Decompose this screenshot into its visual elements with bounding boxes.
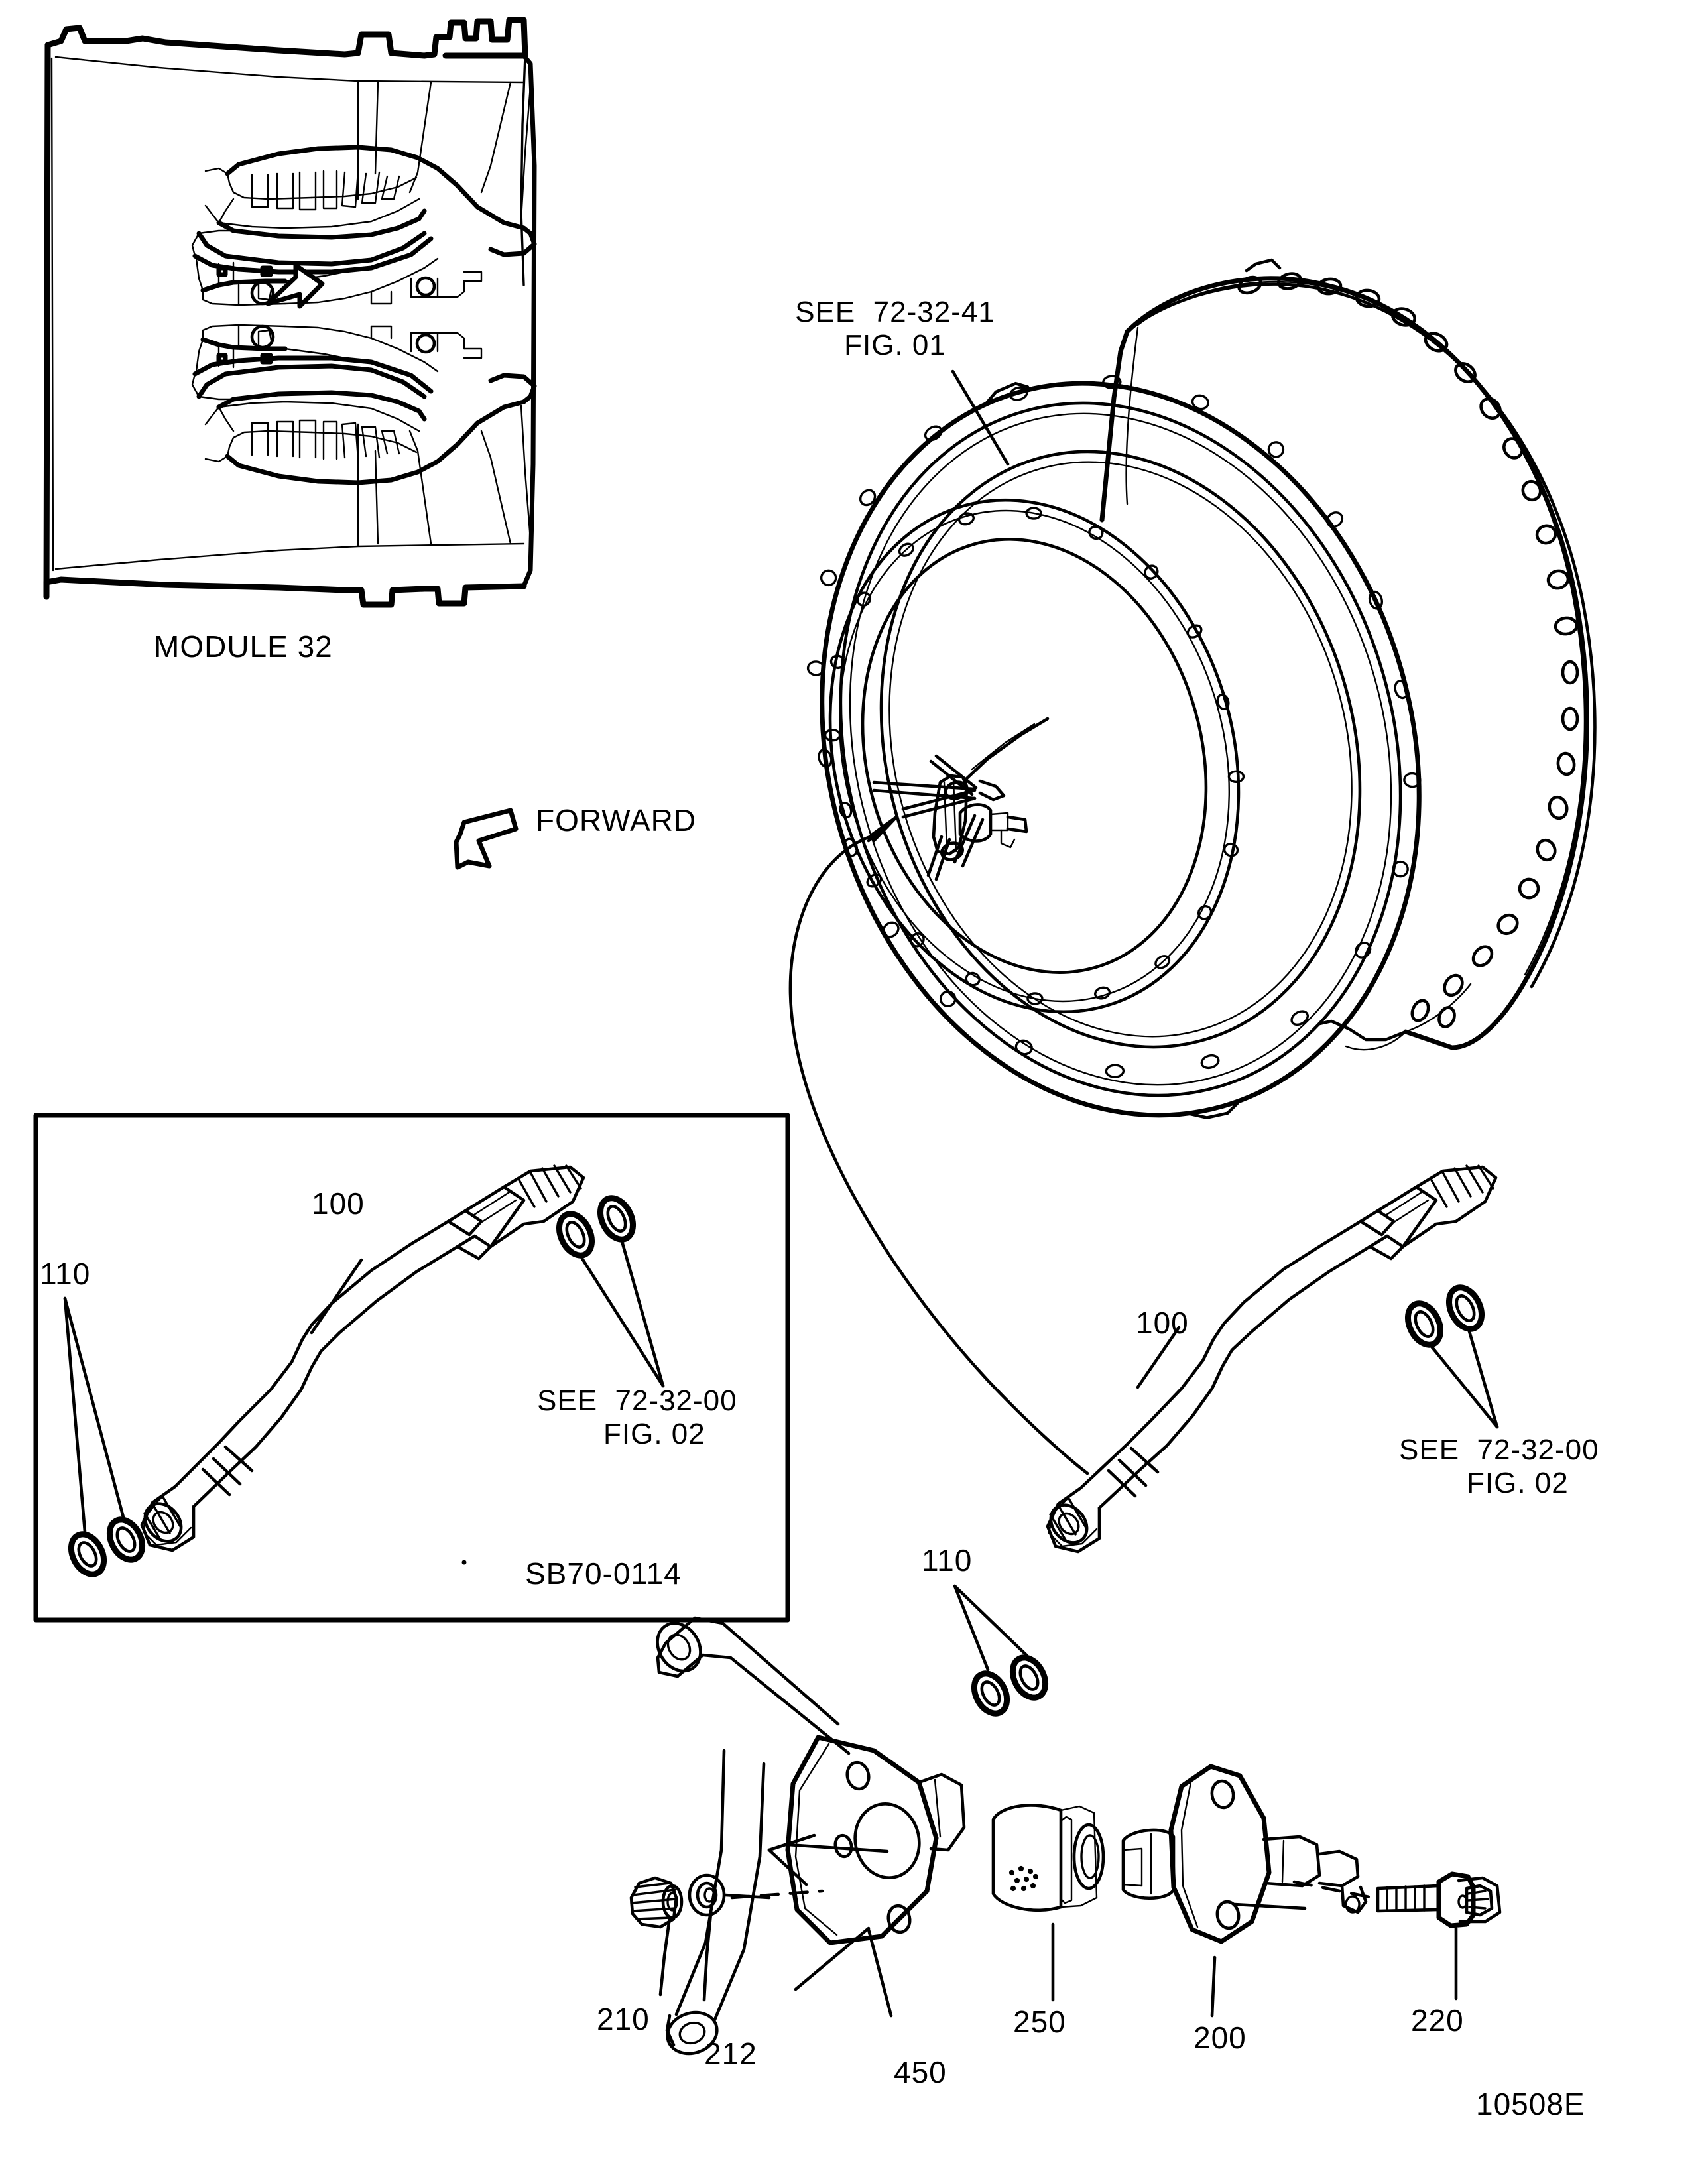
fitting-200 <box>1121 1764 1368 2018</box>
callout-110-center: 110 <box>922 1543 973 1577</box>
forward-label: FORWARD <box>536 803 697 837</box>
tube-100-right <box>1046 1164 1499 1554</box>
callout-100-right: 100 <box>1136 1306 1189 1340</box>
sleeve-250 <box>991 1804 1105 2002</box>
callout-212: 212 <box>704 2036 757 2071</box>
callout-200: 200 <box>1193 2020 1247 2055</box>
inset-tube-100 <box>140 1164 585 1552</box>
inset-reference-line2: FIG. 02 <box>603 1418 705 1450</box>
casing-reference-line1: SEE 72-32-41 <box>795 296 995 328</box>
inset-item-110-label: 110 <box>40 1257 91 1291</box>
seals-110-center <box>953 1584 1049 1717</box>
right-reference-line2: FIG. 02 <box>1467 1467 1569 1499</box>
forward-arrow-icon <box>454 808 518 870</box>
bracket-450 <box>656 1616 966 2056</box>
service-bulletin-label: SB70-0114 <box>525 1556 682 1591</box>
arrow-up-right-icon <box>265 263 325 309</box>
callout-450: 450 <box>894 2055 947 2089</box>
washer-212 <box>688 1873 771 2002</box>
figure-code: 10508E <box>1476 2087 1585 2121</box>
right-reference-line1: SEE 72-32-00 <box>1399 1434 1599 1466</box>
callout-210: 210 <box>597 2002 650 2036</box>
inset-seals-110 <box>63 1296 146 1577</box>
nut-210 <box>629 1876 684 1997</box>
inset-item-100-label: 100 <box>312 1186 365 1221</box>
module-label: MODULE 32 <box>154 629 333 664</box>
inset-reference-line1: SEE 72-32-00 <box>537 1385 737 1417</box>
module-32-cross-section <box>43 17 537 608</box>
callout-220: 220 <box>1411 2003 1464 2038</box>
service-bulletin-inset <box>33 1113 790 1623</box>
fan-casing-assembly <box>788 258 1597 1475</box>
casing-reference-line2: FIG. 01 <box>844 329 946 361</box>
bolt-220 <box>730 1871 1502 2001</box>
installed-fitting-detail <box>867 717 1050 881</box>
inset-seals-top-right <box>556 1195 665 1388</box>
callout-250: 250 <box>1013 2005 1066 2039</box>
